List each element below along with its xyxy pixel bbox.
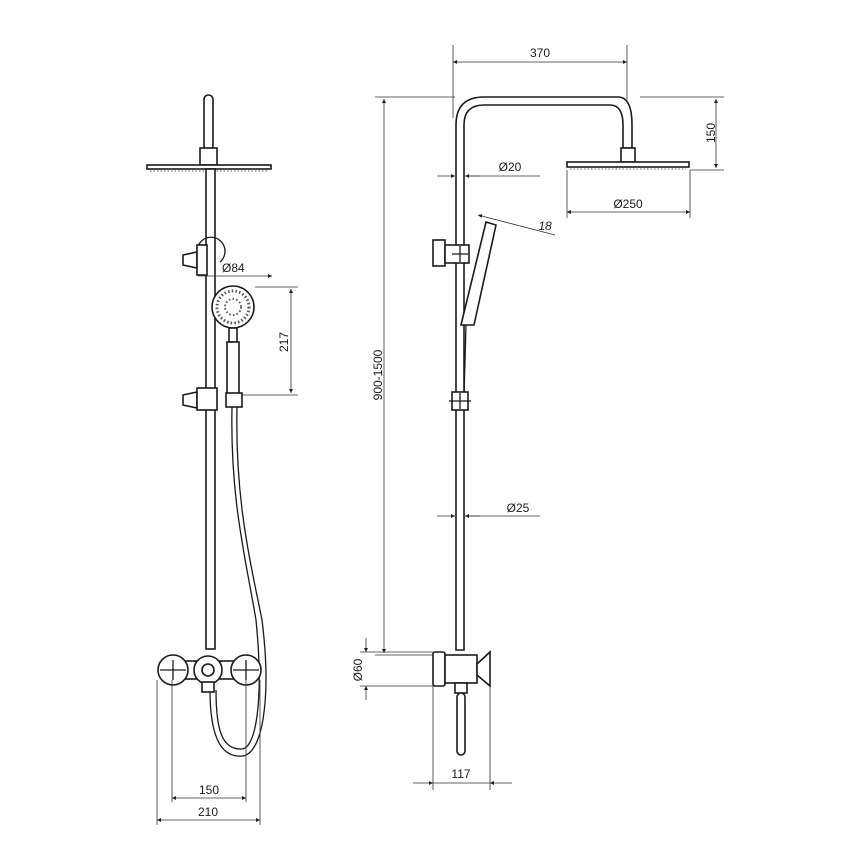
dim-column-diameter: Ø25 xyxy=(507,501,530,515)
dim-arm-drop: 150 xyxy=(704,123,718,143)
top-inlet-pipe xyxy=(203,94,214,151)
dim-hand-shower-diameter: Ø84 xyxy=(222,261,245,275)
dim-escutcheon-diameter: Ø60 xyxy=(351,658,365,681)
side-view: 370 150 Ø20 Ø250 18 900-1500 Ø25 Ø60 117 xyxy=(351,45,724,790)
head-fitting xyxy=(199,147,218,166)
slide-bracket xyxy=(196,387,218,411)
dim-head-diameter: Ø250 xyxy=(613,197,643,211)
lower-bracket-knob xyxy=(182,391,198,409)
dim-valve-spacing: 150 xyxy=(199,783,219,797)
dim-hand-shower-angle: 18 xyxy=(538,219,552,233)
mixer-body xyxy=(444,654,478,684)
rain-shower-head xyxy=(566,161,690,168)
front-view: Ø84 217 150 210 xyxy=(146,94,298,825)
upper-bracket-knob xyxy=(432,239,446,267)
dim-arm-tube-diameter: Ø20 xyxy=(499,160,522,174)
dim-mixer-width: 210 xyxy=(198,805,218,819)
upper-bracket-knob xyxy=(182,251,198,269)
dim-wall-projection: 117 xyxy=(451,767,470,781)
wall-escutcheon xyxy=(432,651,446,687)
outlet-pipe xyxy=(456,692,466,756)
dim-arm-length: 370 xyxy=(530,46,550,60)
valve-handle xyxy=(476,650,491,688)
dim-column-height: 900-1500 xyxy=(371,349,385,400)
hand-shower-handle xyxy=(226,341,240,398)
head-fitting xyxy=(620,147,636,163)
outlet-nut xyxy=(201,681,215,693)
dim-hand-shower-height: 217 xyxy=(277,332,291,352)
shower-arm-and-column xyxy=(455,96,633,651)
hand-shower xyxy=(459,220,497,326)
shower-hose xyxy=(209,406,267,757)
